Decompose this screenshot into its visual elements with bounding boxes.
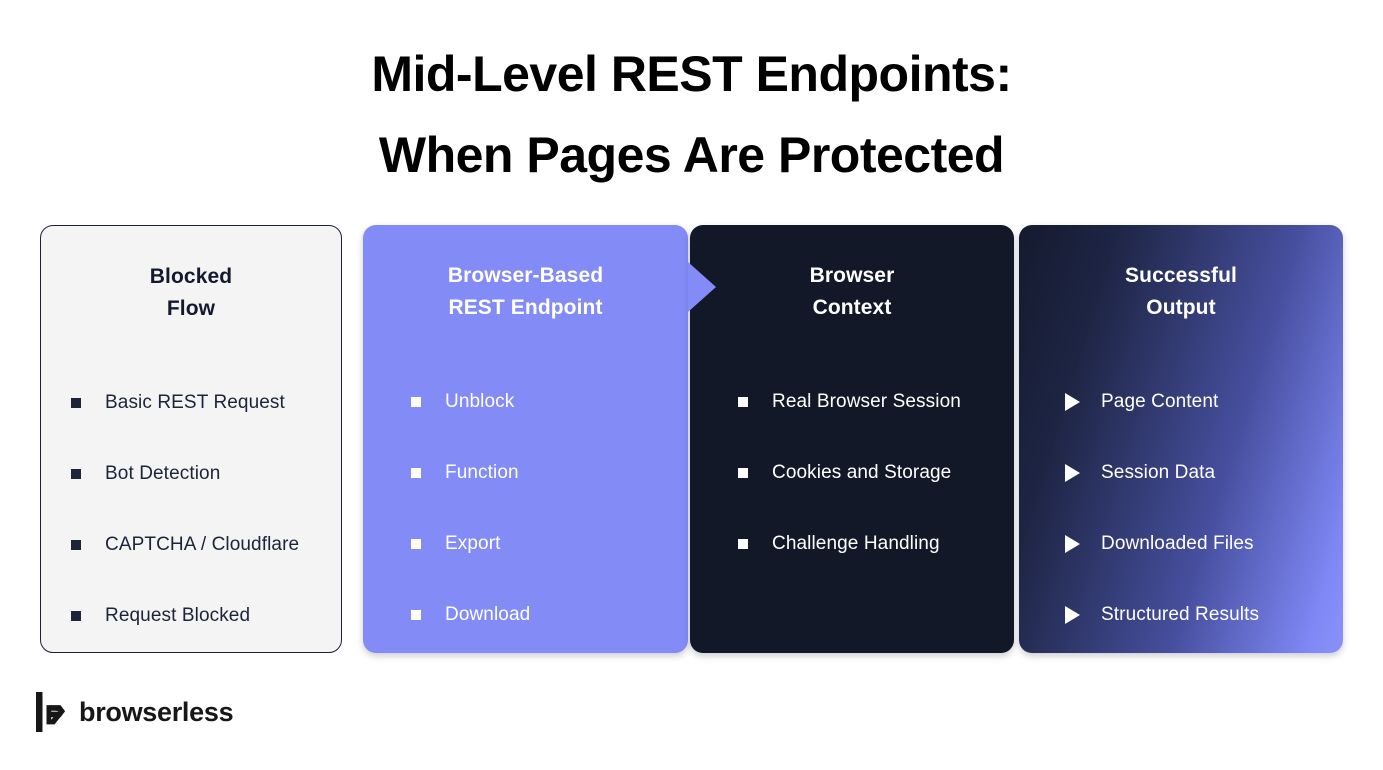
- card-browser-based-rest-endpoint-heading: Browser-Based REST Endpoint: [363, 225, 688, 324]
- list-item: Structured Results: [1019, 579, 1343, 650]
- square-bullet-icon: [411, 396, 421, 407]
- list-item-label: Downloaded Files: [1101, 532, 1254, 554]
- list-item-label: Request Blocked: [105, 604, 251, 626]
- card-successful-output-list: Page Content Session Data Downloaded Fil…: [1019, 366, 1343, 650]
- list-item-label: Download: [445, 603, 531, 625]
- square-bullet-icon: [411, 538, 421, 549]
- list-item-label: Export: [445, 532, 501, 554]
- square-bullet-icon: [411, 609, 421, 620]
- list-item-label: Basic REST Request: [105, 391, 285, 413]
- page-title-line-1: Mid-Level REST Endpoints:: [371, 46, 1012, 102]
- card-successful-output: Successful Output Page Content Session D…: [1019, 225, 1343, 653]
- list-item: Function: [363, 437, 688, 508]
- square-bullet-icon: [71, 397, 81, 408]
- list-item-label: Function: [445, 461, 519, 483]
- list-item: Cookies and Storage: [690, 437, 1014, 508]
- browserless-b-mark-icon: [36, 692, 65, 732]
- list-item-label: Page Content: [1101, 390, 1219, 412]
- card-blocked-flow-heading: Blocked Flow: [41, 226, 341, 325]
- square-bullet-icon: [71, 468, 81, 479]
- card-browser-based-rest-endpoint-list: Unblock Function Export Download: [363, 366, 688, 650]
- list-item: Export: [363, 508, 688, 579]
- card-blocked-flow-list: Basic REST Request Bot Detection CAPTCHA…: [41, 367, 341, 651]
- triangle-bullet-icon: [1065, 392, 1080, 411]
- list-item-label: Bot Detection: [105, 462, 221, 484]
- list-item: Downloaded Files: [1019, 508, 1343, 579]
- browserless-wordmark: browserless: [79, 696, 234, 727]
- heading-line-2: REST Endpoint: [448, 296, 603, 320]
- card-successful-output-heading: Successful Output: [1019, 225, 1343, 324]
- triangle-bullet-icon: [1065, 463, 1080, 482]
- square-bullet-icon: [411, 467, 421, 478]
- card-browser-context-heading: Browser Context: [690, 225, 1014, 324]
- list-item-label: Real Browser Session: [772, 390, 961, 412]
- list-item: Real Browser Session: [690, 366, 1014, 437]
- list-item: CAPTCHA / Cloudflare: [41, 509, 341, 580]
- triangle-bullet-icon: [1065, 534, 1080, 553]
- square-bullet-icon: [71, 610, 81, 621]
- list-item-label: Cookies and Storage: [772, 461, 952, 483]
- list-item: Basic REST Request: [41, 367, 341, 438]
- list-item: Session Data: [1019, 437, 1343, 508]
- list-item-label: Challenge Handling: [772, 532, 940, 554]
- list-item: Bot Detection: [41, 438, 341, 509]
- heading-line-1: Browser: [809, 264, 895, 287]
- list-item: Request Blocked: [41, 580, 341, 651]
- card-browser-context-list: Real Browser Session Cookies and Storage…: [690, 366, 1014, 579]
- triangle-bullet-icon: [1065, 605, 1080, 624]
- list-item: Download: [363, 579, 688, 650]
- list-item-label: Unblock: [445, 390, 515, 412]
- flow-arrow-icon: [688, 262, 716, 312]
- list-item-label: Structured Results: [1101, 603, 1260, 625]
- list-item-label: CAPTCHA / Cloudflare: [105, 533, 300, 555]
- card-browser-context: Browser Context Real Browser Session Coo…: [690, 225, 1014, 653]
- list-item: Challenge Handling: [690, 508, 1014, 579]
- list-item: Page Content: [1019, 366, 1343, 437]
- square-bullet-icon: [738, 467, 748, 478]
- square-bullet-icon: [738, 396, 748, 407]
- square-bullet-icon: [738, 538, 748, 549]
- page-title-line-2: When Pages Are Protected: [378, 127, 1005, 183]
- card-browser-based-rest-endpoint: Browser-Based REST Endpoint Unblock Func…: [363, 225, 716, 653]
- square-bullet-icon: [71, 539, 81, 550]
- heading-line-1: Browser-Based: [447, 264, 604, 287]
- card-blocked-flow: Blocked Flow Basic REST Request Bot Dete…: [40, 225, 342, 653]
- heading-line-1: Blocked: [149, 265, 233, 288]
- browserless-logo: browserless: [36, 692, 234, 732]
- heading-line-2: Flow: [166, 297, 216, 321]
- page-title: Mid-Level REST Endpoints: When Pages Are…: [0, 34, 1383, 196]
- heading-line-1: Successful: [1125, 264, 1237, 287]
- heading-line-2: Output: [1146, 296, 1216, 320]
- heading-line-2: Context: [812, 296, 892, 320]
- list-item: Unblock: [363, 366, 688, 437]
- flow-cards-row: Blocked Flow Basic REST Request Bot Dete…: [40, 225, 1343, 653]
- list-item-label: Session Data: [1101, 461, 1216, 483]
